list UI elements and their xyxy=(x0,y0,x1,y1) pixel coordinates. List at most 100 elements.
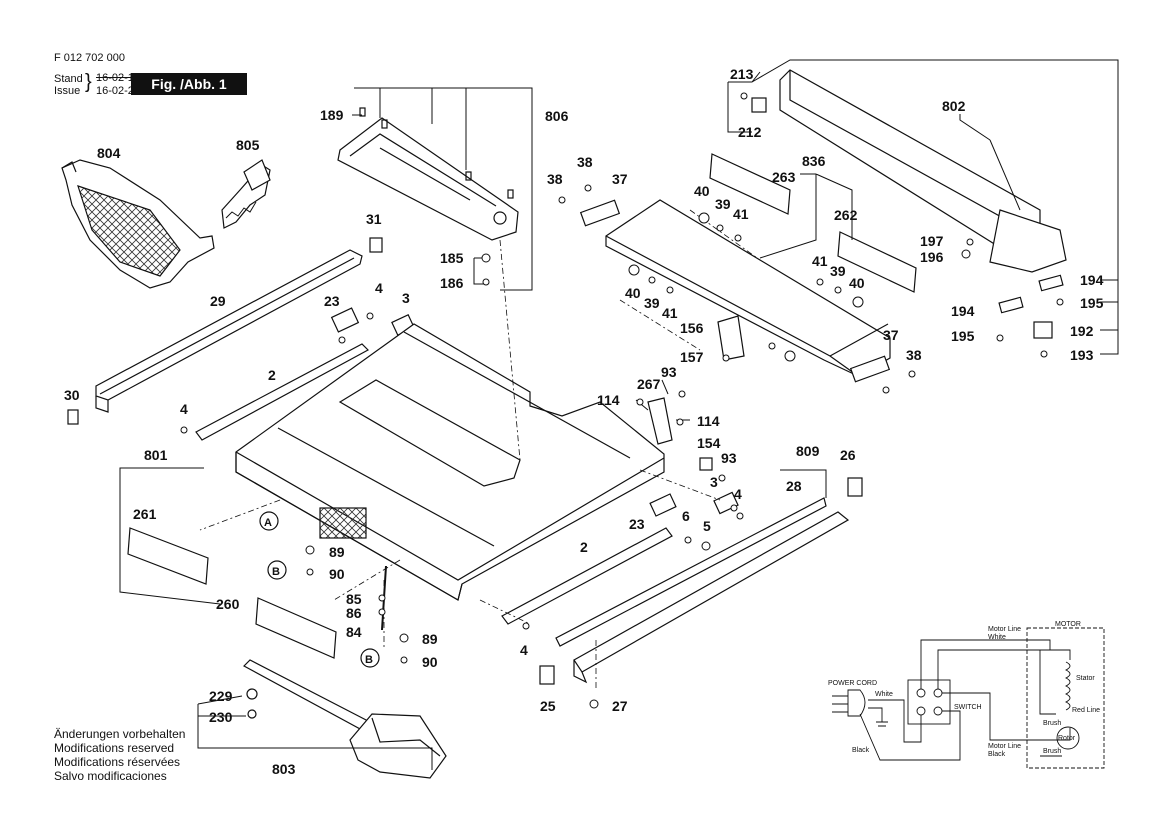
table-top-drawing xyxy=(235,323,665,601)
part-label-196: 196 xyxy=(920,249,944,265)
part-label-2a: 2 xyxy=(268,367,276,383)
part-label-31: 31 xyxy=(366,211,382,227)
rail-2b-drawing xyxy=(501,527,673,625)
label-263-drawing xyxy=(709,153,791,215)
figure-label: Fig. /Abb. 1 xyxy=(131,73,247,95)
note-fr: Modifications réservées xyxy=(54,755,181,769)
part-label-194b: 194 xyxy=(951,303,975,319)
part-label-805: 805 xyxy=(236,137,260,153)
part-label-803: 803 xyxy=(272,761,296,777)
rail-29-drawing xyxy=(95,249,363,413)
part-label-260: 260 xyxy=(216,596,240,612)
modification-notes: Änderungen vorbehalten Modifications res… xyxy=(54,727,185,783)
part-label-195b: 195 xyxy=(951,328,975,344)
part-label-84: 84 xyxy=(346,624,362,640)
rotor-icon xyxy=(1056,726,1080,750)
part-label-89b: 89 xyxy=(422,631,438,647)
part-label-37b: 37 xyxy=(883,327,899,343)
part-label-114a: 114 xyxy=(597,392,620,408)
part-label-186: 186 xyxy=(440,275,464,291)
clamp-26-drawing xyxy=(847,477,863,497)
part-label-193: 193 xyxy=(1070,347,1094,363)
part-label-189: 189 xyxy=(320,107,344,123)
clamp-25-drawing xyxy=(539,665,555,685)
power-plug-icon xyxy=(847,689,866,717)
part-label-801: 801 xyxy=(144,447,168,463)
part-label-38b: 38 xyxy=(577,154,593,170)
rail-2a-drawing xyxy=(195,343,369,441)
part-label-93b: 93 xyxy=(721,450,737,466)
note-en: Modifications reserved xyxy=(54,741,175,755)
part-label-156: 156 xyxy=(680,320,704,336)
part-label-197: 197 xyxy=(920,233,944,249)
part-label-25: 25 xyxy=(540,698,556,714)
part-label-30: 30 xyxy=(64,387,80,403)
bracket-37a-drawing xyxy=(579,199,621,227)
blade-guard-drawing xyxy=(61,159,215,289)
callout-a-label: A xyxy=(264,517,272,529)
brace-icon: } xyxy=(85,71,92,93)
riving-knife-drawing xyxy=(221,159,271,229)
part-label-192: 192 xyxy=(1070,323,1094,339)
label-260-drawing xyxy=(255,597,337,659)
bracket-156-drawing xyxy=(717,315,745,361)
part-154-drawing xyxy=(699,457,713,471)
part-label-157: 157 xyxy=(680,349,704,365)
motor-box xyxy=(1026,627,1105,769)
part-label-39c: 39 xyxy=(644,295,660,311)
white-wire-label: White xyxy=(875,691,893,698)
part-194a-drawing xyxy=(998,296,1024,314)
part-label-41a: 41 xyxy=(733,206,749,222)
note-es: Salvo modificaciones xyxy=(54,769,167,783)
part-label-2b: 2 xyxy=(580,539,588,555)
motor-line-white-label-2: White xyxy=(988,634,1006,641)
part-label-40c: 40 xyxy=(625,285,641,301)
bracket-37b-drawing xyxy=(849,355,891,383)
part-label-263: 263 xyxy=(772,169,796,185)
part-label-5: 5 xyxy=(703,518,711,534)
part-label-114b: 114 xyxy=(697,413,720,429)
power-cord-label: POWER CORD xyxy=(828,680,877,687)
note-de: Änderungen vorbehalten xyxy=(54,727,186,741)
part-label-806: 806 xyxy=(545,108,569,124)
part-label-93a: 93 xyxy=(661,364,677,380)
part-label-38c: 38 xyxy=(906,347,922,363)
black-wire-label: Black xyxy=(852,747,870,754)
part-label-89a: 89 xyxy=(329,544,345,560)
part-label-261: 261 xyxy=(133,506,157,522)
part-label-230: 230 xyxy=(209,709,233,725)
part-label-85: 85 xyxy=(346,591,362,607)
motor-line-white-label-1: Motor Line xyxy=(988,626,1021,633)
switch-label: SWITCH xyxy=(954,704,982,711)
motor-box-label: MOTOR xyxy=(1055,621,1081,628)
part-label-26: 26 xyxy=(840,447,856,463)
fence-802-drawing xyxy=(779,69,1067,273)
part-label-809: 809 xyxy=(796,443,820,459)
part-label-37a: 37 xyxy=(612,171,628,187)
miter-gauge-drawing xyxy=(243,659,447,779)
part-label-267: 267 xyxy=(637,376,661,392)
clamp-31-drawing xyxy=(369,237,383,253)
part-194b-drawing xyxy=(1038,274,1064,292)
brush-top-label: Brush xyxy=(1043,720,1061,727)
stand-date: 16-02-18 xyxy=(96,72,141,84)
part-label-4d: 4 xyxy=(520,642,528,658)
part-label-39b: 39 xyxy=(830,263,846,279)
part-label-4a: 4 xyxy=(375,280,383,296)
wiring-diagram: MOTOR Motor Line White POWER CORD White … xyxy=(828,621,1105,769)
part-label-41c: 41 xyxy=(662,305,678,321)
part-label-212: 212 xyxy=(738,124,762,140)
callout-b2-label: B xyxy=(365,654,373,666)
part-label-3b: 3 xyxy=(710,474,718,490)
part-label-6: 6 xyxy=(682,508,690,524)
part-label-262: 262 xyxy=(834,207,858,223)
part-label-40b: 40 xyxy=(849,275,865,291)
clamp-30-drawing xyxy=(67,409,79,425)
drawing-number: F 012 702 000 xyxy=(54,52,125,64)
plate-3b-drawing xyxy=(713,491,739,515)
part-label-802: 802 xyxy=(942,98,966,114)
stator-label: Stator xyxy=(1076,675,1095,682)
rear-rail-836-drawing xyxy=(605,199,891,377)
part-label-195a: 195 xyxy=(1080,295,1104,311)
